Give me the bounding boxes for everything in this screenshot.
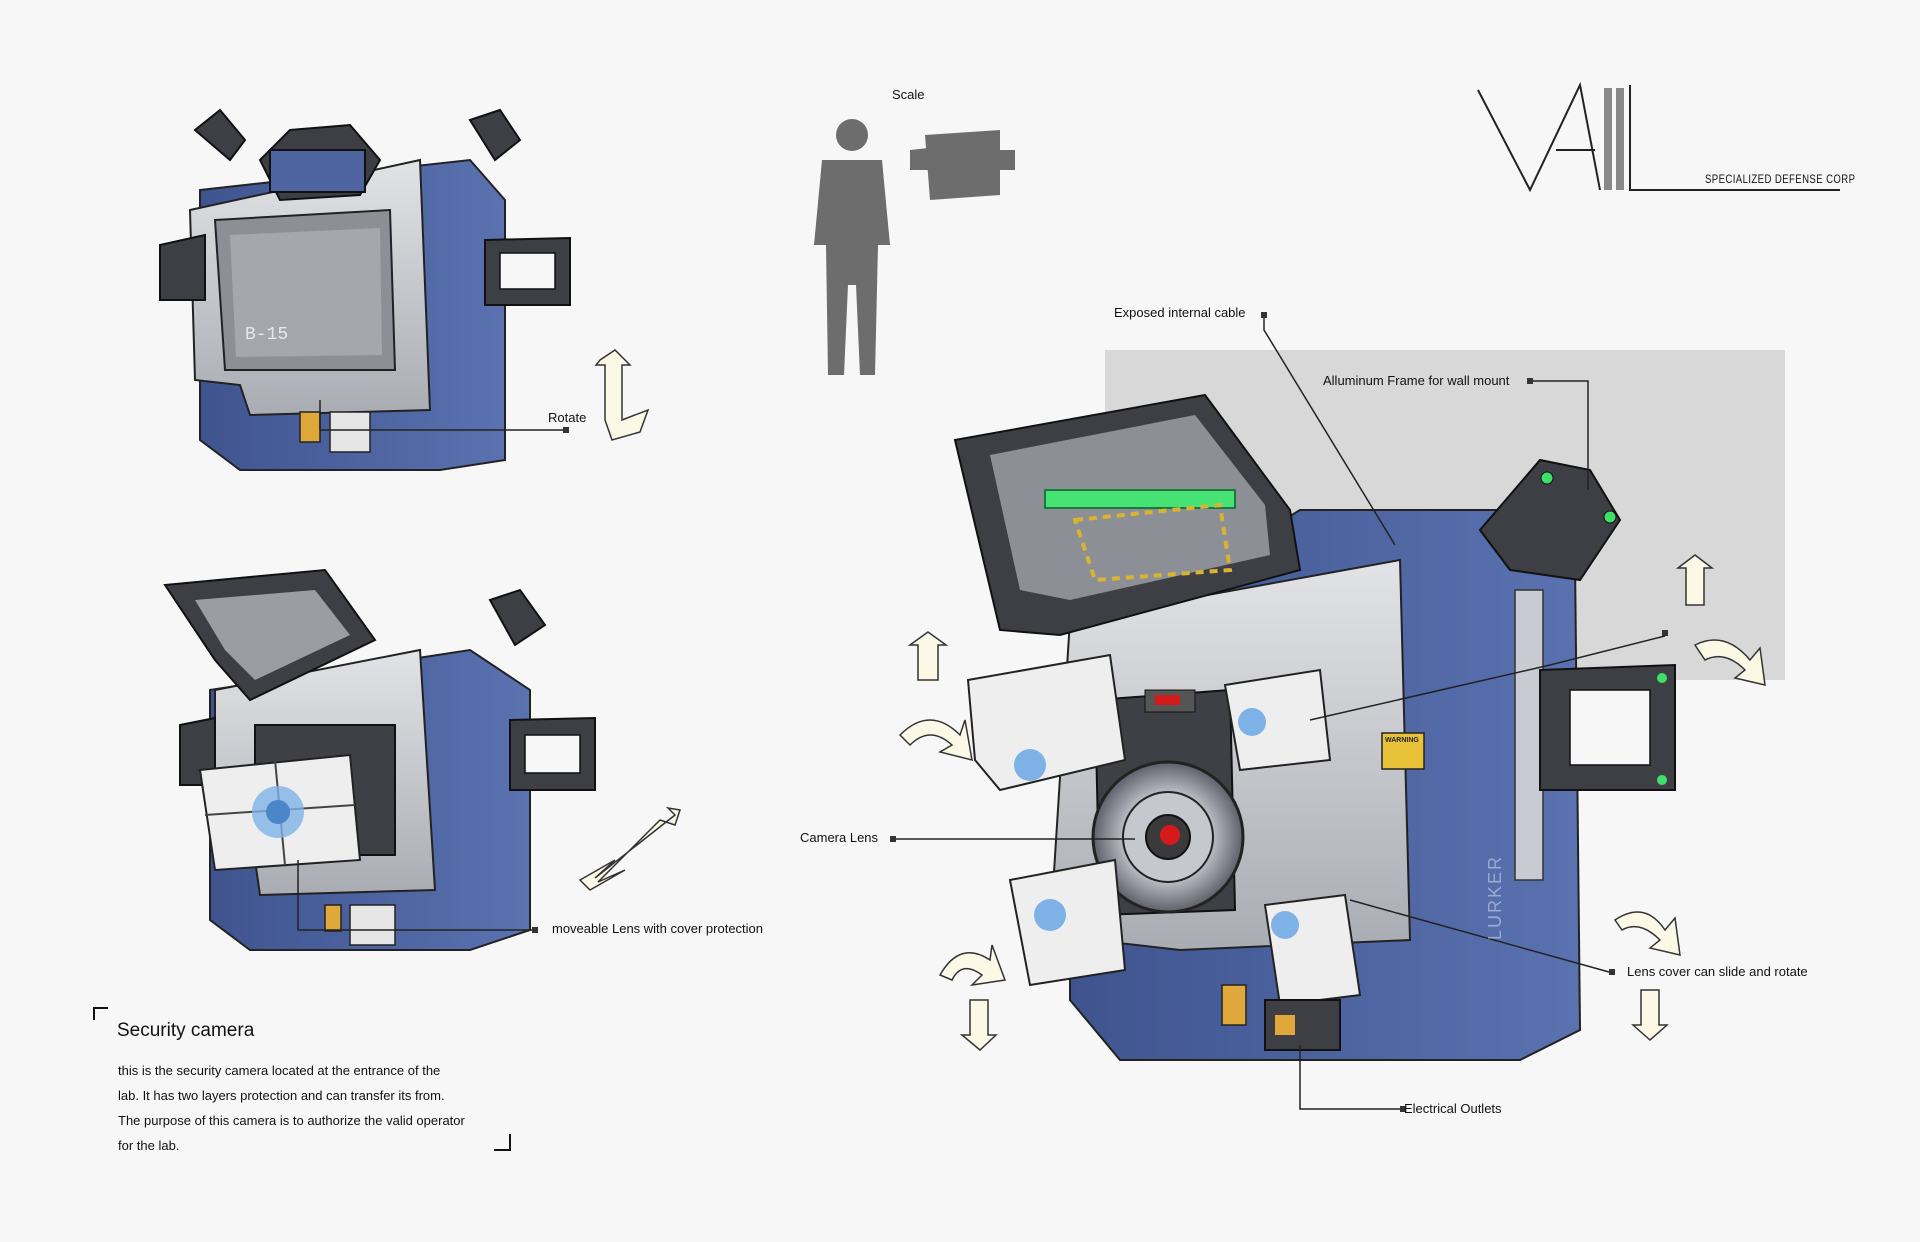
unit-id-marking: B-15 <box>245 325 289 345</box>
callout-camera-lens: Camera Lens <box>800 830 879 845</box>
callout-rotate: Rotate <box>548 410 587 425</box>
motion-arrows <box>898 554 1766 1052</box>
description-line: this is the security camera located at t… <box>118 1063 441 1078</box>
description-body: this is the security camera located at t… <box>118 1058 518 1158</box>
warning-plate-title: WARNING <box>1385 737 1419 744</box>
callout-lens-cover: Lens cover can slide and rotate <box>1627 964 1808 979</box>
scale-label: Scale <box>892 87 925 102</box>
description-line: The purpose of this camera is to authori… <box>118 1113 465 1128</box>
callout-electrical-outlets: Electrical Outlets <box>1404 1101 1502 1116</box>
diagonal-arrow <box>578 806 681 891</box>
description-title: Security camera <box>117 1020 255 1041</box>
big-security-camera <box>953 393 1676 1061</box>
small-unit-open <box>163 568 596 951</box>
description-line: for the lab. <box>118 1138 180 1153</box>
callout-aluminum-frame: Alluminum Frame for wall mount <box>1323 373 1510 388</box>
side-name-marking: LURKER <box>1485 854 1505 940</box>
description-line: lab. It has two layers protection and ca… <box>118 1088 445 1103</box>
logo-tagline: SPECIALIZED DEFENSE CORP <box>1705 172 1856 186</box>
vail-logo <box>1477 81 1840 193</box>
description-frame <box>93 1007 511 1151</box>
callout-moveable-lens: moveable Lens with cover protection <box>552 921 764 936</box>
rotate-arrow <box>594 349 650 441</box>
callout-exposed-cable: Exposed internal cable <box>1114 305 1246 320</box>
callout-leaders <box>890 312 1668 1112</box>
scale-figure <box>814 119 1015 375</box>
small-unit-closed <box>159 108 571 471</box>
